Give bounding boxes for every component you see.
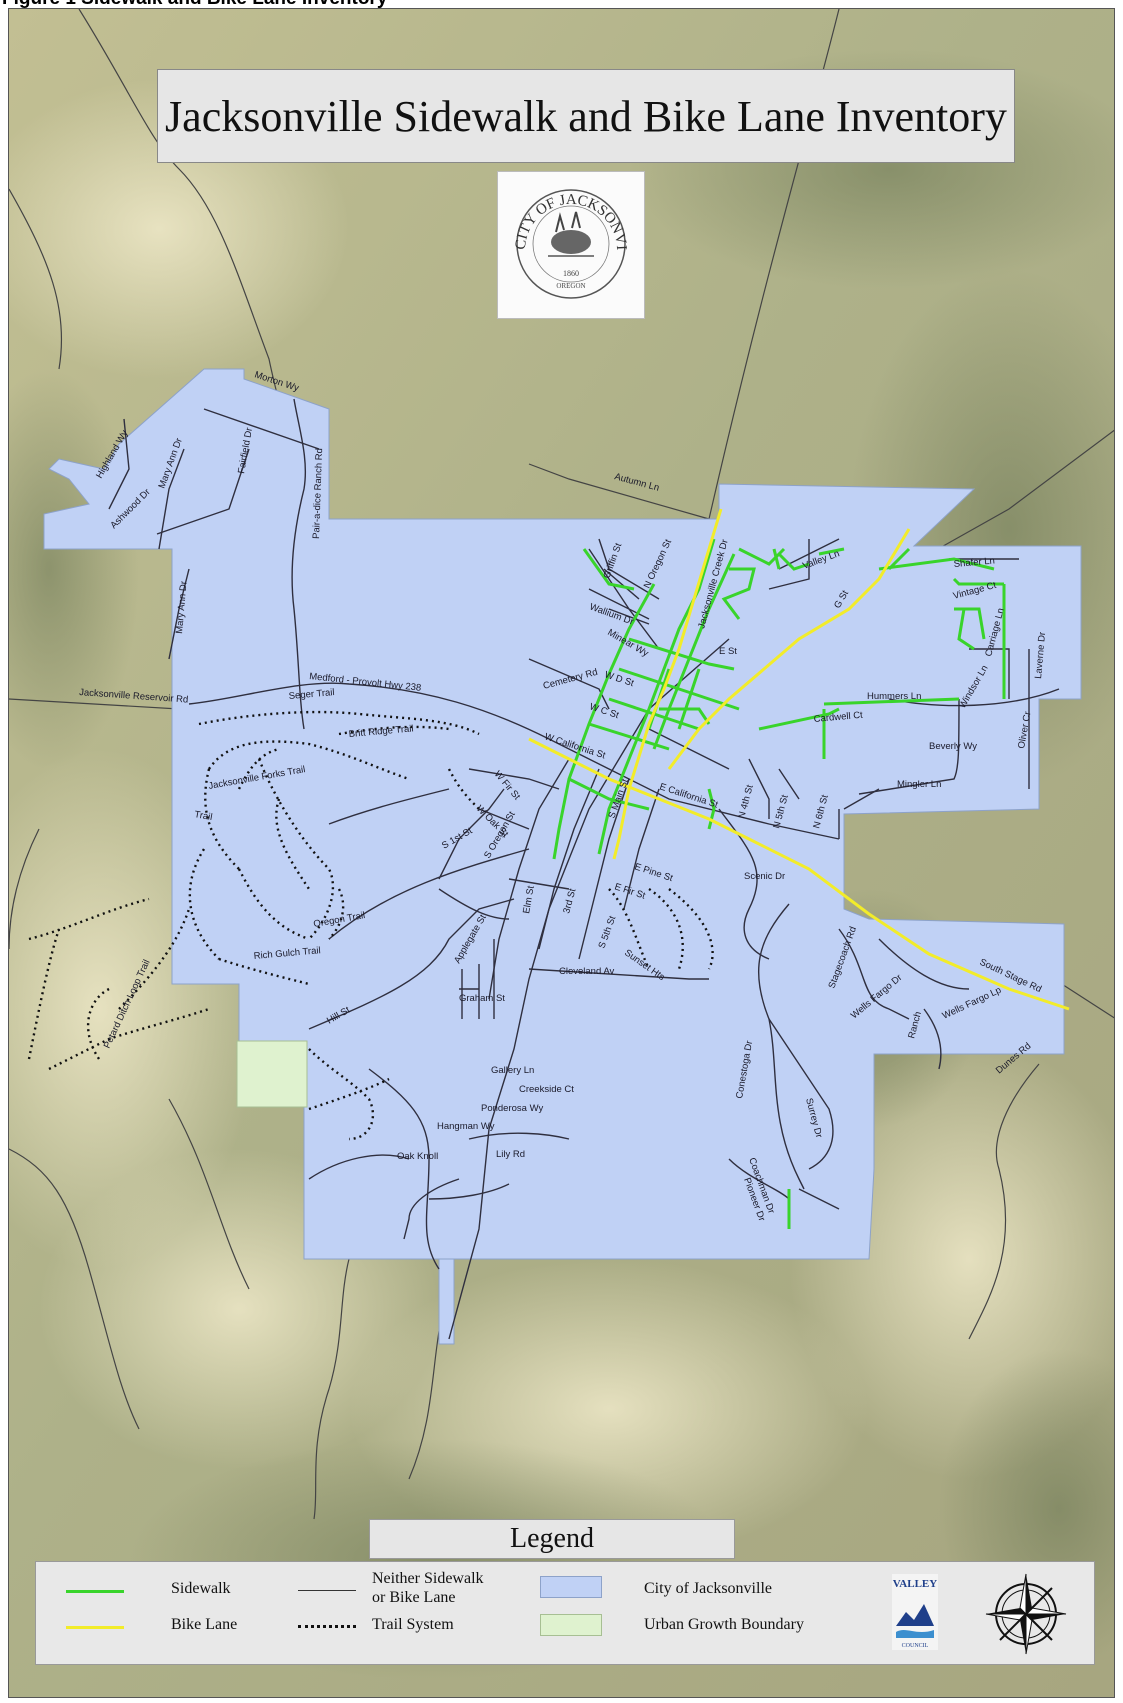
road-label: Trail (193, 809, 213, 823)
bike-lanes (528, 508, 1070, 1011)
legend-sidewalk-label: Sidewalk (171, 1580, 231, 1597)
map-title-box: Jacksonville Sidewalk and Bike Lane Inve… (157, 69, 1015, 163)
compass-rose (982, 1570, 1070, 1658)
road-label: Mary Ann Dr (174, 581, 190, 635)
road-label: Beverly Wy (929, 741, 977, 752)
road-label: Cleveland Av (559, 966, 615, 977)
legend: Sidewalk Bike Lane Neither Sidewalk or B… (35, 1561, 1095, 1665)
figure-caption: Figure 1 Sidewalk and Bike Lane Inventor… (2, 0, 387, 10)
seal-state: OREGON (556, 282, 585, 290)
legend-road-label-2: or Bike Lane (372, 1589, 456, 1606)
road-label: Cardwell Ct (813, 710, 863, 725)
seal-year: 1860 (563, 269, 579, 278)
legend-ugb-swatch (540, 1614, 602, 1636)
compass-rose-icon (985, 1573, 1067, 1655)
urban-growth-boundary[interactable] (236, 1040, 308, 1108)
legend-trail-label: Trail System (372, 1616, 454, 1633)
road-label: Gallery Ln (491, 1065, 534, 1076)
legend-city-label: City of Jacksonville (644, 1580, 772, 1597)
city-seal: CITY OF JACKSONVILLE 1860 OREGON (493, 160, 645, 319)
road-label: Oak Knoll (397, 1151, 438, 1162)
legend-ugb-label: Urban Growth Boundary (644, 1616, 804, 1633)
trail-system (27, 710, 714, 1141)
map-frame[interactable]: Morton Wy Highland Wy Mary Ann Dr Fairfi… (8, 8, 1115, 1698)
road-label: Lily Rd (496, 1149, 525, 1160)
road-label: Hummers Ln (867, 691, 921, 702)
road-label: Hangman Wy (437, 1121, 495, 1132)
map-title: Jacksonville Sidewalk and Bike Lane Inve… (165, 91, 1007, 141)
city-seal-icon: CITY OF JACKSONVILLE 1860 OREGON (493, 160, 629, 299)
council-logo: VALLEY COUNCIL (892, 1574, 938, 1650)
legend-title-box: Legend (369, 1519, 735, 1559)
council-logo-icon: VALLEY COUNCIL (893, 1578, 937, 1649)
sidewalks (552, 538, 1006, 1229)
road-label: Pair-a-dice Ranch Rd (311, 448, 325, 539)
legend-city-swatch (540, 1576, 602, 1598)
city-boundary[interactable] (43, 368, 1082, 1345)
road-label: Creekside Ct (519, 1084, 574, 1095)
legend-road-swatch (298, 1590, 356, 1591)
legend-title: Legend (510, 1523, 594, 1554)
city-roads (108, 398, 1060, 1340)
road-label: E St (719, 646, 737, 657)
road-label: Mingler Ln (897, 779, 941, 790)
road-label: Graham St (459, 993, 505, 1004)
road-label: Shafer Ln (953, 555, 995, 570)
legend-sidewalk-swatch (66, 1590, 124, 1593)
road-label: Seger Trail (288, 687, 335, 702)
map-canvas[interactable]: Morton Wy Highland Wy Mary Ann Dr Fairfi… (9, 9, 1115, 1698)
road-label: Scenic Dr (744, 871, 785, 882)
legend-road-label: Neither Sidewalk (372, 1570, 484, 1587)
road-label: Laverne Dr (1033, 631, 1048, 679)
legend-bike-lane-label: Bike Lane (171, 1616, 238, 1633)
council-logo-top: VALLEY (893, 1578, 937, 1590)
legend-trail-swatch (298, 1625, 356, 1628)
road-label: Elm St (521, 885, 537, 915)
legend-bike-lane-swatch (66, 1626, 124, 1629)
council-logo-bottom: COUNCIL (902, 1643, 929, 1649)
road-label: Ponderosa Wy (481, 1103, 543, 1114)
